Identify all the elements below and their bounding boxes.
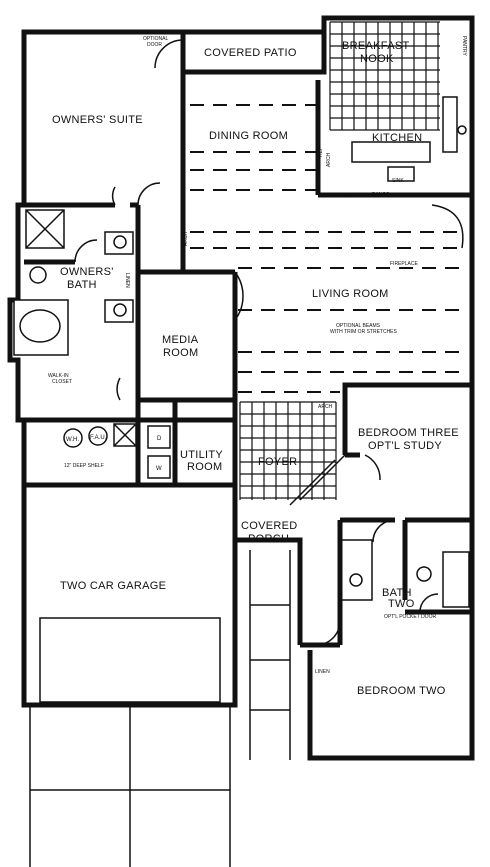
ref-note: REF (318, 147, 324, 157)
driveway (29, 705, 231, 867)
bath-two-label-2: TWO (388, 598, 415, 610)
bath-two-fixtures (339, 539, 470, 608)
optional-door-note-2: DOOR (147, 42, 162, 48)
utility-room-label-2: ROOM (187, 461, 222, 473)
fau-label: F.A.U. (90, 435, 107, 441)
dryer-label: D (157, 436, 162, 442)
utility-fixtures (63, 423, 171, 479)
kitchen-tile-floor (329, 21, 440, 131)
dining-room-label: DINING ROOM (209, 130, 288, 142)
arch-note-media: ARCH (183, 231, 189, 246)
optional-beams (190, 104, 465, 393)
linen-note-2: LINEN (315, 669, 330, 675)
living-room-label: LIVING ROOM (312, 288, 389, 300)
sink-note: SINK (392, 178, 404, 184)
kitchen-label: KITCHEN (372, 132, 422, 144)
walk-in-closet-note-2: CLOSET (52, 379, 72, 385)
owners-bath-label-2: BATH (67, 279, 97, 291)
washer-label: W (156, 466, 162, 472)
media-room-label-1: MEDIA (162, 334, 199, 346)
foyer-tile-floor (239, 401, 337, 500)
front-walk (249, 550, 291, 760)
room-labels: OWNERS' SUITE COVERED PATIO BREAKFAST NO… (52, 40, 459, 697)
walk-in-closet-note-1: WALK-IN (48, 373, 69, 379)
shelf-note: 12" DEEP SHELF (64, 463, 104, 469)
fireplace-note: FIREPLACE (390, 261, 418, 267)
covered-porch-label-2: PORCH (248, 533, 289, 545)
pocket-door-note: OPT'L POCKET DOOR (384, 614, 436, 620)
arch-note-kitchen: ARCH (340, 193, 355, 199)
banco-note: BANCO (372, 192, 390, 198)
two-car-garage-label: TWO CAR GARAGE (60, 580, 166, 592)
bath-two-label-1: BATH (382, 587, 412, 599)
linen-note: LINEN (124, 273, 130, 288)
breakfast-nook-label-2: NOOK (360, 53, 394, 65)
utility-room-label-1: UTILITY (180, 449, 223, 461)
bedroom-two-label: BEDROOM TWO (357, 685, 446, 697)
arch-note-dining: ARCH (326, 152, 332, 167)
owners-bath-fixtures (13, 209, 134, 356)
bedroom-three-label-1: BEDROOM THREE (358, 427, 459, 439)
breakfast-nook-label-1: BREAKFAST (342, 40, 410, 52)
water-heater-label: W.H. (66, 437, 79, 443)
media-room-label-2: ROOM (163, 347, 198, 359)
optional-beams-note-2: WITH TRIM OR STRETCHES (330, 329, 398, 335)
covered-porch-label-1: COVERED (241, 520, 298, 532)
interior-walls (24, 72, 472, 648)
exterior-walls (7, 15, 475, 761)
arch-note-foyer: ARCH (318, 404, 333, 410)
optional-beams-note-1: OPTIONAL BEAMS (336, 323, 381, 329)
kitchen-fixtures (351, 96, 467, 249)
covered-patio-label: COVERED PATIO (204, 47, 297, 59)
bedroom-three-label-2: OPT'L STUDY (368, 440, 442, 452)
door-swings (74, 39, 439, 646)
owners-suite-label: OWNERS' SUITE (52, 114, 143, 126)
pantry-note: PANTRY (461, 36, 467, 56)
foyer-label: FOYER (258, 456, 297, 468)
optional-door-note-1: OPTIONAL (143, 36, 169, 42)
plan-notes: OPTIONAL DOOR FIREPLACE BANCO ARCH ARCH … (48, 36, 467, 675)
garage-door (39, 617, 221, 703)
owners-bath-label-1: OWNERS' (60, 266, 114, 278)
